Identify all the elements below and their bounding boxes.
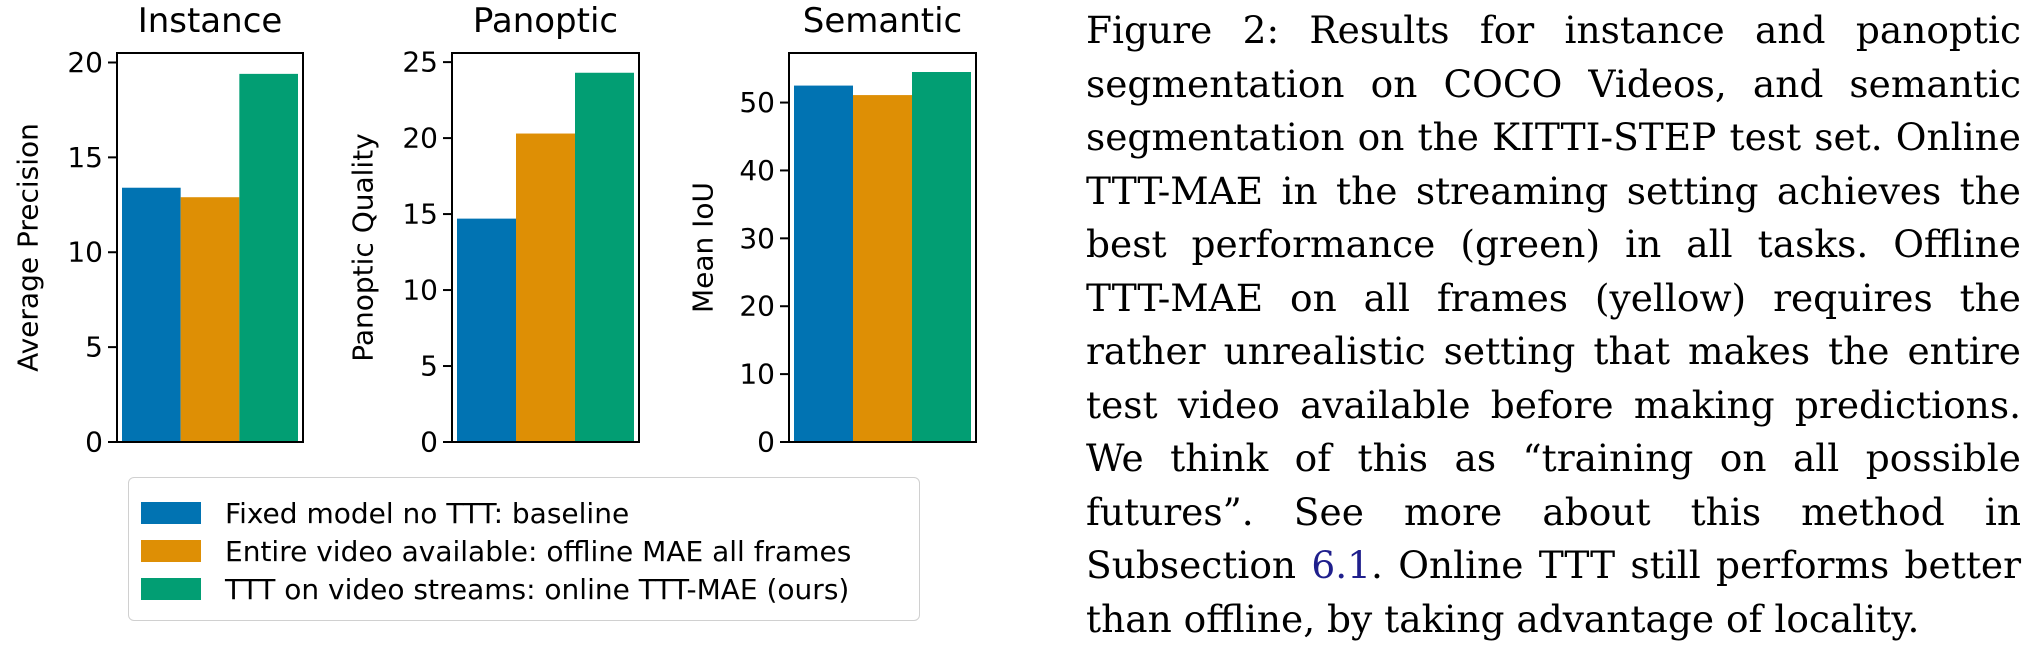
legend-item-baseline: Fixed model no TTT: baseline — [141, 496, 630, 530]
panoptic-y-axis-label: Panoptic Quality — [347, 133, 380, 362]
instance-y-tick-label: 5 — [85, 331, 103, 364]
legend-item-online: TTT on video streams: online TTT-MAE (ou… — [141, 572, 850, 606]
panoptic-y-tick-label: 25 — [402, 46, 438, 79]
instance-y-tick-label: 10 — [67, 236, 103, 269]
legend-swatch-offline — [141, 540, 201, 562]
semantic-y-tick-label: 30 — [739, 222, 775, 255]
caption-text-start: Figure 2: Results for instance and panop… — [1086, 8, 2021, 587]
semantic-y-tick-label: 10 — [739, 358, 775, 391]
figure-caption: Figure 2: Results for instance and panop… — [1086, 4, 2021, 646]
semantic-y-tick-label: 40 — [739, 154, 775, 187]
instance-y-tick-label: 15 — [67, 141, 103, 174]
legend-item-offline: Entire video available: offline MAE all … — [141, 534, 852, 568]
semantic-y-tick-label: 50 — [739, 86, 775, 119]
panoptic-y-tick-label: 10 — [402, 274, 438, 307]
legend-label-offline: Entire video available: offline MAE all … — [225, 534, 852, 568]
instance-bar-online — [239, 73, 298, 442]
semantic-bar-baseline — [794, 85, 853, 442]
semantic-chart-title: Semantic — [803, 1, 962, 41]
panoptic-axes-frame — [451, 52, 640, 443]
instance-y-axis-label: Average Precision — [12, 123, 45, 372]
legend-swatch-baseline — [141, 502, 201, 524]
panoptic-y-tick-label: 20 — [402, 122, 438, 155]
panoptic-bar-offline — [516, 133, 575, 442]
semantic-y-axis-label: Mean IoU — [687, 182, 720, 313]
legend-swatch-online — [141, 578, 201, 600]
subsection-reference-link[interactable]: 6.1 — [1311, 543, 1371, 587]
caption-text-end: . Online TTT still performs better than … — [1086, 543, 2022, 641]
instance-y-tick-label: 20 — [67, 46, 103, 79]
instance-bar-offline — [180, 197, 240, 442]
instance-y-tick-label: 0 — [85, 426, 103, 459]
semantic-y-tick-label: 20 — [739, 290, 775, 323]
semantic-y-tick-label: 0 — [757, 426, 775, 459]
chart-legend: Fixed model no TTT: baseline Entire vide… — [128, 477, 920, 621]
semantic-bar-offline — [853, 95, 912, 442]
instance-axes-frame — [116, 52, 304, 443]
instance-bar-baseline — [122, 187, 181, 442]
panoptic-chart-title: Panoptic — [473, 1, 618, 41]
semantic-axes-frame — [788, 52, 977, 443]
legend-label-online: TTT on video streams: online TTT-MAE (ou… — [225, 572, 850, 606]
panoptic-bar-online — [575, 72, 634, 442]
panoptic-y-tick-label: 0 — [420, 426, 438, 459]
semantic-bar-online — [912, 72, 971, 442]
legend-label-baseline: Fixed model no TTT: baseline — [225, 496, 630, 530]
panoptic-y-tick-label: 15 — [402, 198, 438, 231]
instance-chart-title: Instance — [138, 1, 283, 41]
panoptic-bar-baseline — [457, 218, 516, 442]
panoptic-y-tick-label: 5 — [420, 350, 438, 383]
